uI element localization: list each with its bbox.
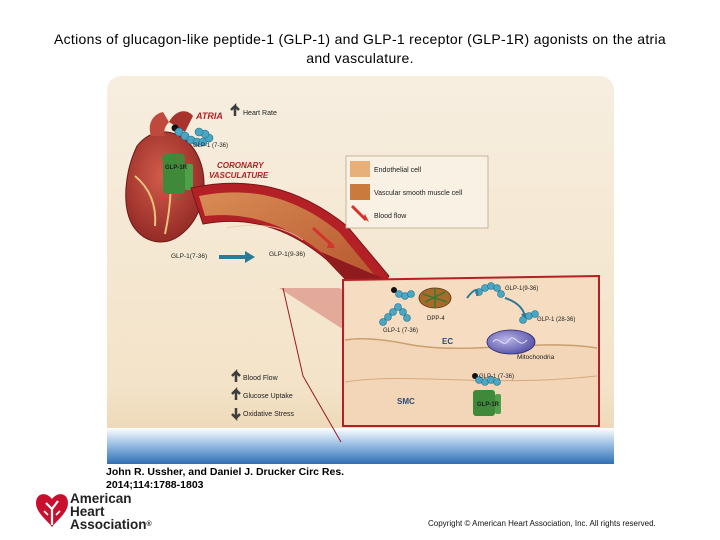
copyright-notice: Copyright © American Heart Association, … [428,519,656,528]
logo-line-3-text: Association [70,517,147,532]
magnified-vessel-wall [342,274,600,427]
peptide-chain-ec-left [379,290,415,326]
mitochondrion [486,329,536,355]
dpp4-label: DPP-4 [427,316,445,322]
peptide-chain-28-36 [519,310,539,324]
legend-swatch-endothelial [350,161,370,177]
legend-label-blood-flow: Blood flow [374,213,407,220]
ec-peptide-n-terminus [391,287,397,293]
glp1-diagram: ATRIA Heart Rate GLP-1 (7-36) GLP-1R COR… [107,76,614,464]
atria-label: ATRIA [195,111,223,121]
citation-reference: 2014;114:1788-1803 [106,479,204,491]
glucose-uptake-up-arrow-icon [231,386,241,400]
aha-logo [36,494,68,527]
effect-label-glucose-uptake: Glucose Uptake [243,393,293,400]
logo-line-3: Association® [70,517,152,532]
legend-label-endothelial: Endothelial cell [374,167,422,174]
blood-flow-up-arrow-icon [231,368,241,382]
logo-line-2: Heart [70,504,105,519]
heart-rate-label: Heart Rate [243,110,277,117]
legend-label-smooth-muscle: Vascular smooth muscle cell [374,190,463,197]
panel-floor [107,428,614,464]
registered-mark: ® [146,521,152,528]
dpp4-enzyme [418,287,452,309]
title-line-2: and vasculature. [306,50,414,66]
glp1r-smc-label: GLP-1R [477,402,500,408]
glp1-28-36-label: GLP-1 (28-36) [537,317,575,323]
citation-authors: John R. Ussher, and Daniel J. Drucker Ci… [106,466,345,478]
aha-logo-text: American Heart Association® [70,491,152,532]
effect-label-blood-flow: Blood Flow [243,375,279,382]
ec-label: EC [442,337,453,346]
effects-list: Blood Flow Glucose Uptake Oxidative Stre… [231,368,294,422]
title-line-1: Actions of glucagon-like peptide-1 (GLP-… [53,31,666,47]
oxidative-stress-down-arrow-icon [231,408,241,422]
peptide-chain-9-36 [475,282,505,298]
glp1-7-36-left-label: GLP-1(7-36) [171,253,207,260]
smc-label: SMC [397,397,415,406]
glp1-9-36-vessel-label: GLP-1(9-36) [269,251,305,258]
glp1-7-36-ec-label: GLP-1 (7-36) [383,328,418,334]
citation: John R. Ussher, and Daniel J. Drucker Ci… [106,466,406,492]
coronary-label-line-1: CORONARY [217,161,264,170]
coronary-label-line-2: VASCULATURE [209,171,269,180]
peptide-chain-smc [475,376,501,386]
effect-label-oxidative-stress: Oxidative Stress [243,411,294,418]
glp1r-heart-label: GLP-1R [165,165,188,171]
heart-rate-up-arrow-icon [230,102,240,116]
smc-receptor [472,373,501,416]
glp1-7-36-smc-label: GLP-1 (7-36) [479,374,514,380]
glp1-7-36-top-label: GLP-1 (7-36) [193,143,228,149]
legend: Endothelial cell Vascular smooth muscle … [345,155,489,229]
logo-line-1: American [70,491,132,506]
page-title: Actions of glucagon-like peptide-1 (GLP-… [20,30,700,68]
mitochondria-label: Mitochondria [517,354,555,361]
legend-swatch-smooth-muscle [350,184,370,200]
peptide-chain-heart [174,127,214,147]
glp1-9-36-right-label: GLP-1(9-36) [505,286,538,292]
heart-receptor [163,124,214,194]
